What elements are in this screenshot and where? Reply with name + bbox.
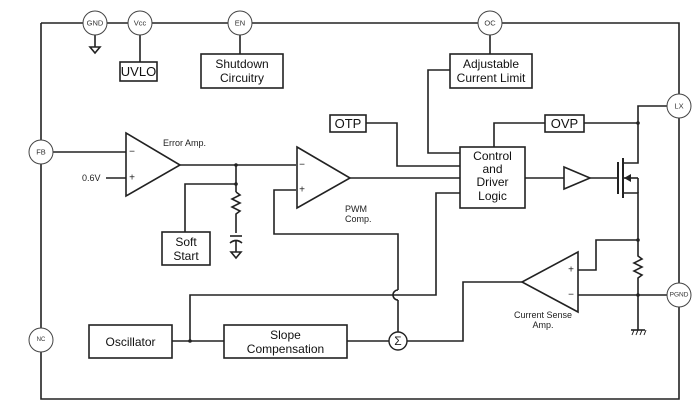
error-amp-label: Error Amp. xyxy=(163,138,206,148)
driver-buffer xyxy=(563,165,593,191)
soft-start-block: Soft Start xyxy=(161,231,211,266)
minus-sign: − xyxy=(129,147,135,158)
pin-label: FB xyxy=(36,148,46,157)
pin-nc: NC xyxy=(28,327,54,353)
svg-text:Soft: Soft xyxy=(175,235,197,249)
svg-text:Adjustable: Adjustable xyxy=(463,57,519,71)
current-limit-block: Adjustable Current Limit xyxy=(449,53,533,89)
otp-control-wire xyxy=(366,122,460,167)
resistor-icon xyxy=(230,191,242,233)
ground-icon xyxy=(88,46,102,55)
error-amplifier: − + Error Amp. xyxy=(125,131,206,198)
svg-text:Slope: Slope xyxy=(270,328,301,342)
svg-text:Shutdown: Shutdown xyxy=(215,57,268,71)
limit-control-wire xyxy=(427,69,460,154)
minus-sign: − xyxy=(299,160,305,171)
svg-text:OTP: OTP xyxy=(335,116,362,131)
pwm-label: Comp. xyxy=(345,214,372,224)
pin-label: PGND xyxy=(670,292,689,299)
svg-text:OVP: OVP xyxy=(551,116,578,131)
pin-label: NC xyxy=(37,337,46,343)
plus-sign: + xyxy=(299,185,305,196)
pin-oc: OC xyxy=(477,10,503,36)
pwm-plus-wire xyxy=(273,189,399,290)
junction-dot xyxy=(188,339,192,343)
shutdown-block: Shutdown Circuitry xyxy=(200,53,284,89)
svg-text:Oscillator: Oscillator xyxy=(105,335,155,349)
current-sense-amplifier: + − Current Sense Amp. xyxy=(514,250,579,330)
pin-label: EN xyxy=(235,19,245,28)
softstart-wire xyxy=(184,183,236,232)
svg-text:Logic: Logic xyxy=(478,189,507,203)
pin-label: Vcc xyxy=(134,19,147,28)
oscillator-block: Oscillator xyxy=(88,324,173,359)
lx-node-wire xyxy=(637,105,667,123)
summer-node: Σ xyxy=(388,331,408,351)
vref-label: 0.6V xyxy=(82,173,101,183)
pin-label: GND xyxy=(87,19,104,28)
plus-sign: + xyxy=(129,173,135,184)
pin-label: OC xyxy=(484,19,496,28)
pin-pgnd: PGND xyxy=(666,282,692,308)
control-logic-block: Control and Driver Logic xyxy=(459,146,526,209)
pin-vcc: Vcc xyxy=(127,10,153,36)
ground-icon xyxy=(229,251,243,260)
cs-out-wire xyxy=(407,281,522,342)
plus-sign: + xyxy=(568,265,574,276)
svg-text:Compensation: Compensation xyxy=(247,342,324,356)
svg-text:Circuitry: Circuitry xyxy=(220,71,264,85)
wire-bottom xyxy=(40,307,680,400)
svg-text:Driver: Driver xyxy=(477,175,509,189)
pin-label: LX xyxy=(674,102,683,111)
pin-fb: FB xyxy=(28,139,54,165)
sense-resistor-icon xyxy=(632,240,644,295)
svg-text:UVLO: UVLO xyxy=(121,64,156,79)
otp-block: OTP xyxy=(329,114,367,133)
current-sense-label: Current Sense xyxy=(514,310,572,320)
osc-control-wire xyxy=(189,192,460,341)
svg-text:and: and xyxy=(482,162,502,176)
ovp-control-wire xyxy=(493,122,545,147)
svg-text:Start: Start xyxy=(173,249,199,263)
pin-en: EN xyxy=(227,10,253,36)
sigma-icon: Σ xyxy=(394,334,401,348)
uvlo-block: UVLO xyxy=(119,61,158,82)
ovp-block: OVP xyxy=(544,114,585,133)
cs-plus-wire xyxy=(578,239,638,271)
outer-bus-wires xyxy=(40,22,680,400)
pwm-label: PWM xyxy=(345,204,367,214)
slope-compensation-block: Slope Compensation xyxy=(223,324,348,359)
pin-gnd: GND xyxy=(82,10,108,36)
svg-text:Control: Control xyxy=(473,149,512,163)
wire-oc-lx xyxy=(502,22,680,94)
svg-text:Current Limit: Current Limit xyxy=(457,71,526,85)
pwm-comparator: − + PWM Comp. xyxy=(296,145,372,224)
minus-sign: − xyxy=(568,290,574,301)
mosfet-icon xyxy=(617,123,639,240)
pin-lx: LX xyxy=(666,93,692,119)
current-sense-label: Amp. xyxy=(532,320,553,330)
